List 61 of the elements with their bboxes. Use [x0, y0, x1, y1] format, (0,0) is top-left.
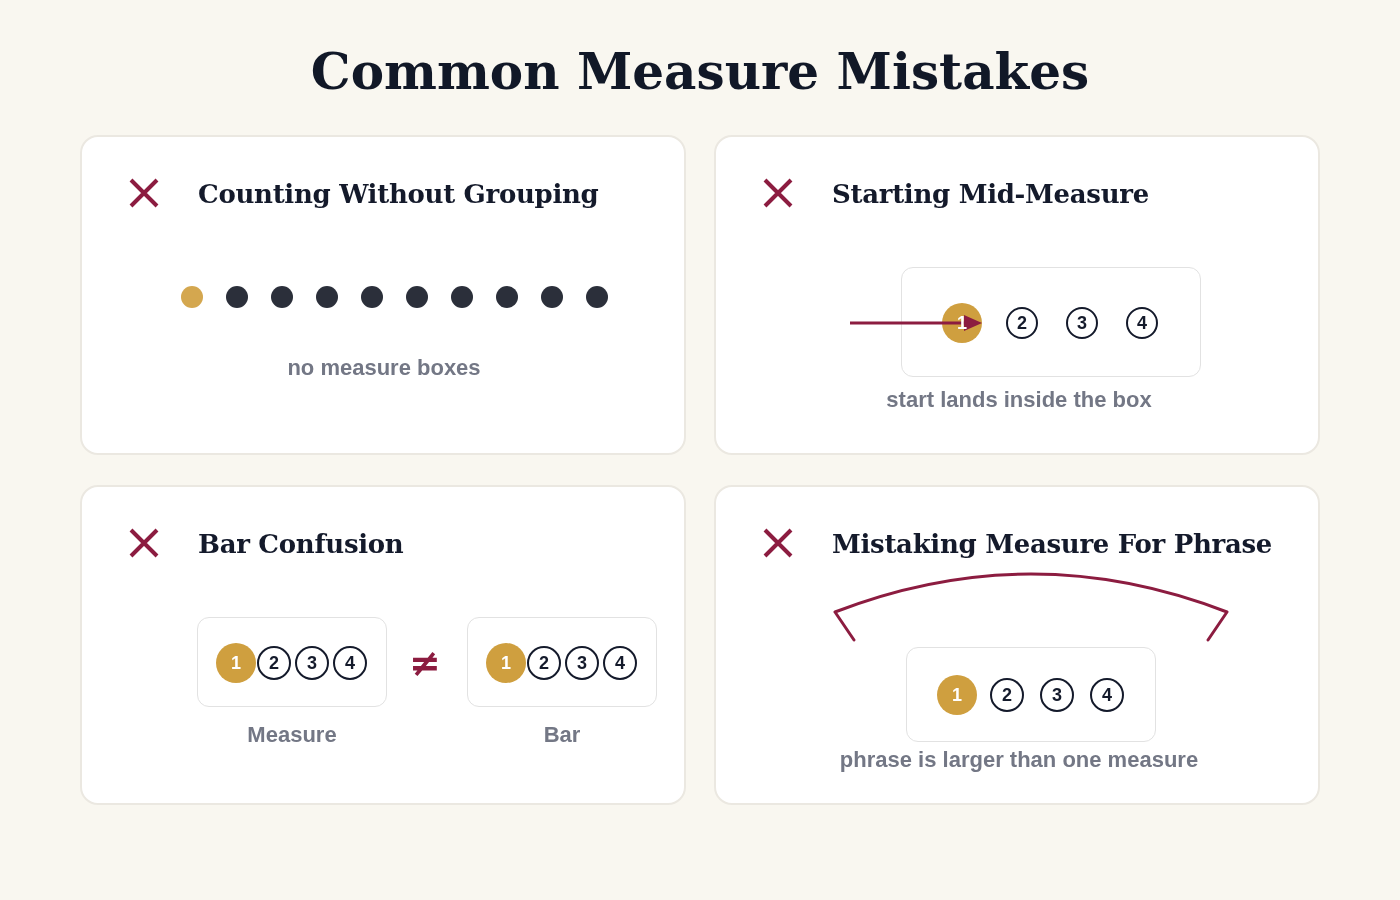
- beat-circle: [937, 675, 977, 715]
- arrow: [850, 315, 982, 331]
- beat-circle: [333, 646, 367, 680]
- beat-circle: [603, 646, 637, 680]
- beat-circle: [565, 646, 599, 680]
- panel-heading: Bar Confusion: [198, 529, 404, 561]
- dot: [181, 286, 203, 308]
- beat-number: 4: [345, 654, 355, 672]
- panel-card: [714, 135, 1320, 455]
- beat-circle: [990, 678, 1024, 712]
- dot: [496, 286, 518, 308]
- dot: [586, 286, 608, 308]
- beat-circle: [1006, 307, 1038, 339]
- panel-caption: phrase is larger than one measure: [839, 746, 1199, 774]
- measure-box: [906, 647, 1156, 742]
- panel-card: [80, 485, 686, 805]
- beat-circle: [295, 646, 329, 680]
- beat-number: 3: [577, 654, 587, 672]
- beat-number: 3: [1077, 314, 1087, 332]
- dot: [271, 286, 293, 308]
- beat-number: 2: [1002, 686, 1012, 704]
- beat-circle: [1126, 307, 1158, 339]
- panel-heading: Starting Mid-Measure: [832, 179, 1149, 211]
- dot: [406, 286, 428, 308]
- measure-box: [901, 267, 1201, 377]
- measure-box: [197, 617, 387, 707]
- beat-number: 2: [1017, 314, 1027, 332]
- panel-card: [80, 135, 686, 455]
- dot: [541, 286, 563, 308]
- title: Common Measure Mistakes: [310, 43, 1090, 101]
- beat-number: 3: [1052, 686, 1062, 704]
- beat-number: 1: [501, 654, 511, 672]
- beat-circle: [257, 646, 291, 680]
- panel-heading: Mistaking Measure For Phrase: [832, 529, 1273, 561]
- beat-number: 4: [615, 654, 625, 672]
- box-caption: Measure: [247, 721, 337, 749]
- beat-circle: [486, 643, 526, 683]
- beat-circle: [527, 646, 561, 680]
- panel-caption: no measure boxes: [287, 354, 481, 382]
- beat-number: 1: [231, 654, 241, 672]
- beat-circle: [1066, 307, 1098, 339]
- beat-number: 1: [952, 686, 962, 704]
- measure-box: [467, 617, 657, 707]
- beat-number: 3: [307, 654, 317, 672]
- dot: [316, 286, 338, 308]
- beat-number: 4: [1137, 314, 1147, 332]
- dot: [451, 286, 473, 308]
- beat-circle: [1090, 678, 1124, 712]
- panel-caption: start lands inside the box: [886, 386, 1152, 414]
- beat-number: 1: [957, 314, 967, 332]
- beat-number: 2: [539, 654, 549, 672]
- beat-circle: [216, 643, 256, 683]
- dot: [361, 286, 383, 308]
- beat-number: 4: [1102, 686, 1112, 704]
- beat-circle: [1040, 678, 1074, 712]
- panel-heading: Counting Without Grouping: [198, 179, 599, 211]
- box-caption: Bar: [543, 721, 581, 749]
- panel-card: [714, 485, 1320, 805]
- not-equal-sign: ≠: [409, 644, 441, 682]
- beat-number: 2: [269, 654, 279, 672]
- dot: [226, 286, 248, 308]
